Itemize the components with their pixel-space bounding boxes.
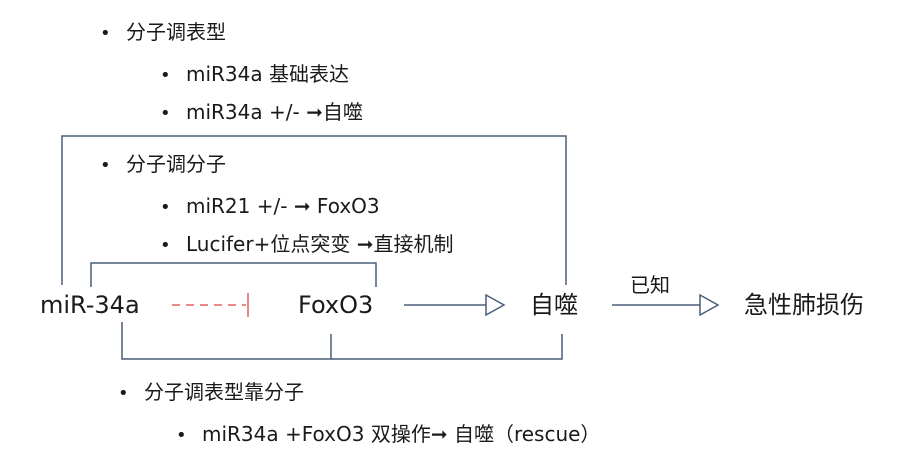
middle-group-heading-text: 分子调分子 <box>126 152 226 176</box>
node-lung-injury: 急性肺损伤 <box>744 291 864 319</box>
bottom-group-item-text: miR34a +FoxO3 双操作➞ 自噬（rescue） <box>202 422 601 446</box>
middle-group-item: • miR21 +/- ➞ FoxO3 <box>160 192 380 222</box>
top-group-heading: • 分子调表型 <box>100 18 226 48</box>
outer-bracket-line <box>61 135 567 285</box>
bottom-group-heading: • 分子调表型靠分子 <box>118 378 304 408</box>
bullet-dot: • <box>118 383 129 404</box>
bullet-dot: • <box>160 197 171 218</box>
middle-group-item-text: miR21 +/- ➞ FoxO3 <box>186 194 380 218</box>
bottom-group-heading-text: 分子调表型靠分子 <box>144 380 304 404</box>
inner-bracket-line <box>90 262 377 287</box>
top-group-item: • miR34a 基础表达 <box>160 60 349 90</box>
node-autophagy: 自噬 <box>530 291 578 319</box>
middle-group-heading: • 分子调分子 <box>100 150 226 180</box>
middle-group-item: • Lucifer+位点突变 ➞直接机制 <box>160 230 453 260</box>
arrow-foxo3-autophagy-head <box>485 293 506 317</box>
top-group-item: • miR34a +/- ➞自噬 <box>160 98 363 128</box>
bullet-dot: • <box>160 103 171 124</box>
node-mir34a: miR-34a <box>40 291 140 319</box>
bottom-bracket-line <box>121 322 563 360</box>
arrow-autophagy-injury-head <box>699 293 720 317</box>
bullet-dot: • <box>160 65 171 86</box>
node-foxo3: FoxO3 <box>298 291 374 319</box>
bullet-dot: • <box>100 155 111 176</box>
bullet-dot: • <box>176 425 187 446</box>
bullet-dot: • <box>100 23 111 44</box>
top-group-item-text: miR34a 基础表达 <box>186 62 349 86</box>
bottom-group-item: • miR34a +FoxO3 双操作➞ 自噬（rescue） <box>176 420 600 450</box>
bullet-dot: • <box>160 235 171 256</box>
top-group-heading-text: 分子调表型 <box>126 20 226 44</box>
edge-label-known: 已知 <box>630 273 670 297</box>
top-group-item-text: miR34a +/- ➞自噬 <box>186 100 363 124</box>
middle-group-item-text: Lucifer+位点突变 ➞直接机制 <box>186 232 454 256</box>
